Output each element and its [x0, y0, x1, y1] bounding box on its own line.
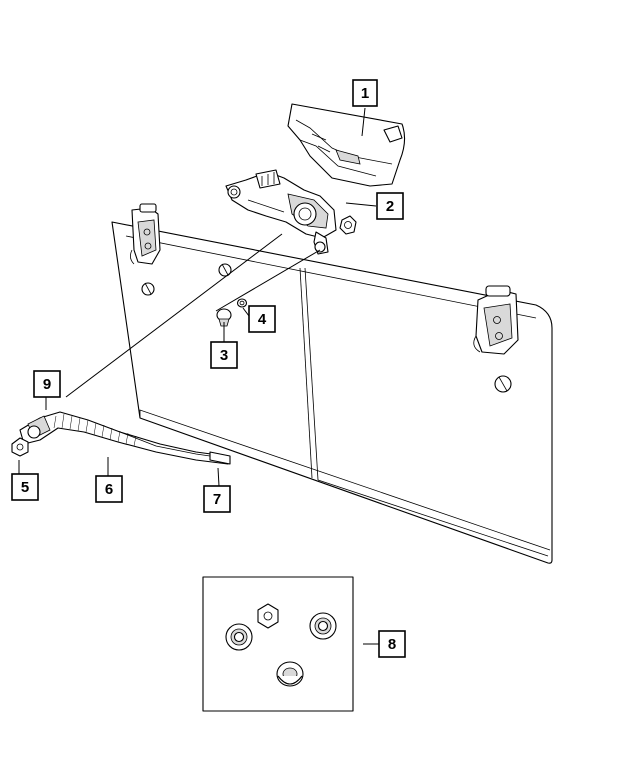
wiper-blade-tip: [209, 451, 231, 465]
callout-2: 2: [376, 192, 404, 220]
svg-text:8: 8: [388, 636, 396, 653]
liftgate-glass: [111, 221, 553, 564]
left-hinge: [130, 203, 161, 265]
service-kit: [202, 576, 354, 712]
callout-5: 5: [11, 473, 39, 501]
callout-7: 7: [203, 485, 231, 513]
right-hinge: [473, 285, 519, 355]
o-ring: [236, 298, 248, 308]
callout-3: 3: [210, 341, 238, 369]
svg-text:3: 3: [220, 347, 228, 364]
kit-seal-left: [225, 623, 253, 651]
svg-text:7: 7: [213, 491, 221, 508]
callout-4: 4: [248, 305, 276, 333]
svg-text:9: 9: [43, 376, 51, 393]
motor-nut: [339, 215, 357, 235]
kit-nut: [257, 603, 279, 629]
svg-text:4: 4: [258, 311, 267, 328]
svg-text:6: 6: [105, 481, 113, 498]
kit-grommet: [276, 661, 304, 687]
kit-seal-right: [309, 612, 337, 640]
svg-text:2: 2: [386, 198, 394, 215]
arm-nut: [11, 437, 29, 457]
callout-1: 1: [352, 79, 378, 107]
svg-text:5: 5: [21, 479, 29, 496]
callout-9: 9: [33, 370, 61, 398]
motor-cover: [287, 103, 406, 187]
svg-text:1: 1: [361, 85, 369, 102]
callout-8: 8: [378, 630, 406, 658]
callout-6: 6: [95, 475, 123, 503]
wiper-motor: [225, 169, 337, 255]
leader-lines: [18, 107, 379, 645]
wiper-arm: [19, 411, 231, 465]
